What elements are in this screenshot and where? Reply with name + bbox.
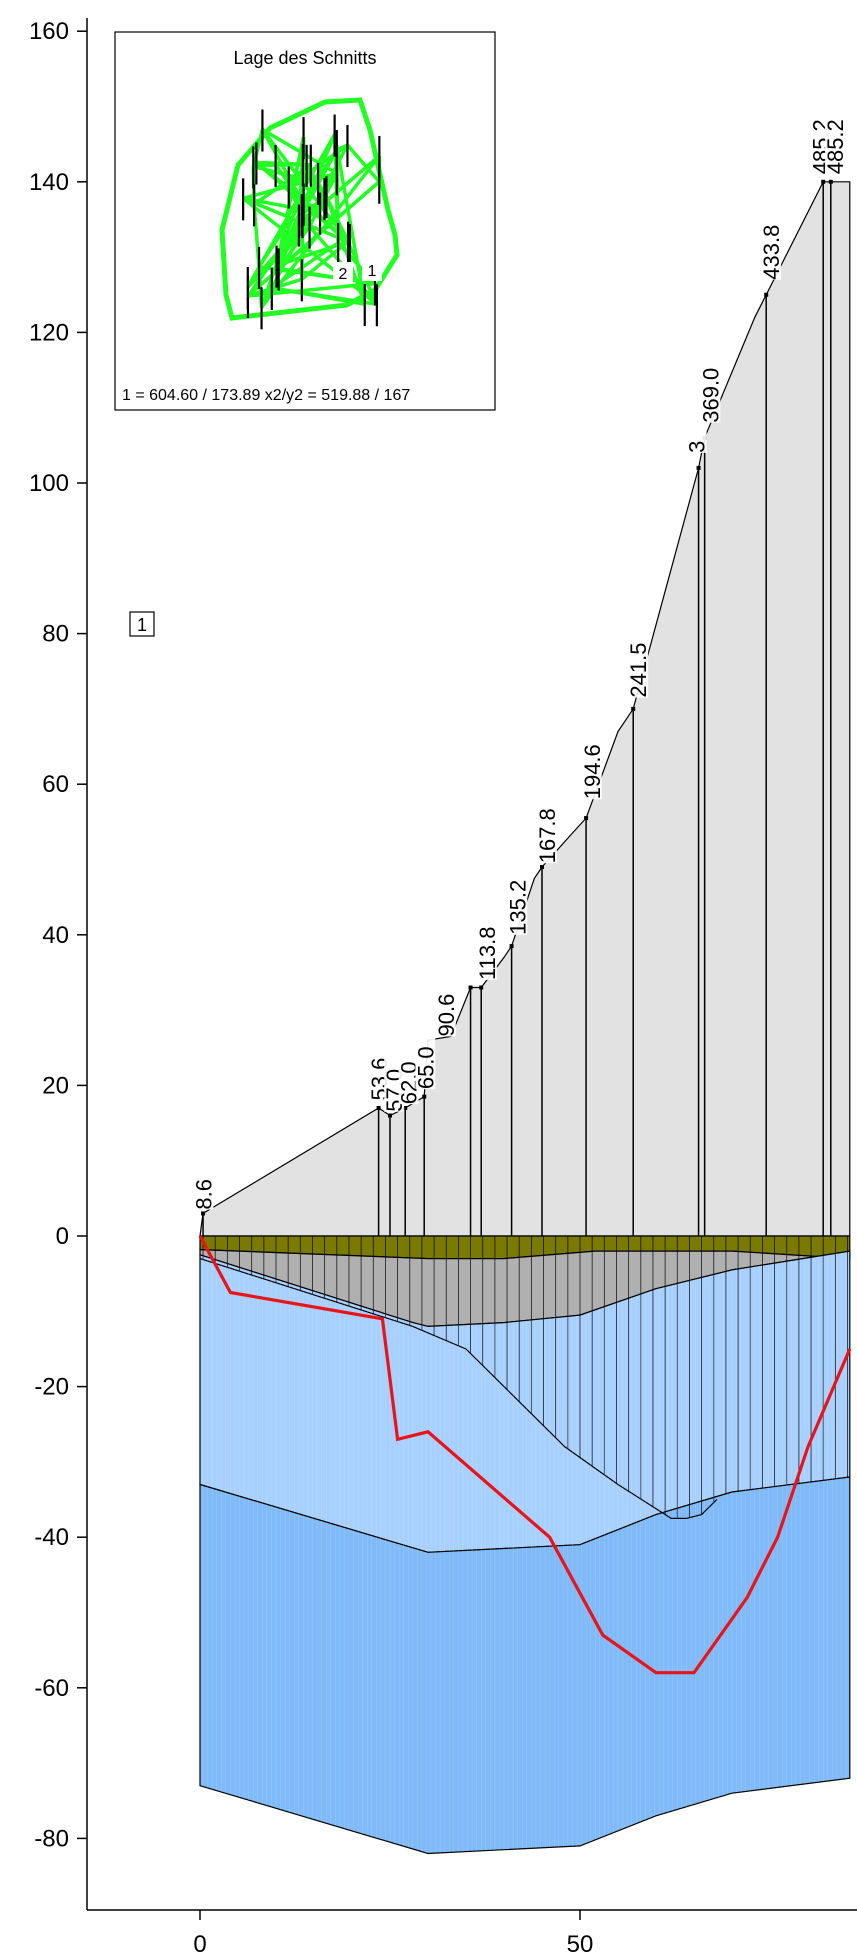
well-marker [828, 179, 833, 184]
well-label: 241.5 [626, 643, 651, 698]
inset-mesh-line [242, 196, 321, 215]
well-label-bg [476, 919, 497, 980]
location-inset: Lage des Schnitts 1 = 604.60 / 173.89 x2/… [114, 31, 496, 411]
well-marker [403, 1105, 408, 1110]
layer-schicht-blau [199, 1476, 851, 1855]
section-layers: 8.653.657.062.065.090.6113.8135.2167.819… [191, 114, 852, 1855]
well-label-bg [628, 637, 649, 698]
well-label: 194.6 [580, 744, 605, 799]
x-tick-label: 0 [193, 1931, 206, 1956]
axes: 160 140 120 100 80 60 40 20 0 -20 -40 -60 -80 0 50 [29, 18, 857, 1956]
well-label: 3 [685, 441, 710, 453]
y-tick-label: 40 [42, 922, 69, 949]
plot-area: 8.653.657.062.065.090.6113.8135.2167.819… [129, 114, 852, 1855]
y-tick-label: -80 [34, 1825, 69, 1852]
inset-mesh-line [275, 239, 349, 268]
well-marker [631, 706, 636, 711]
well-label-bg [824, 114, 845, 175]
section-marker-box [129, 611, 155, 637]
inset-mesh-line [271, 286, 366, 306]
well-marker [821, 179, 826, 184]
well-label: 65.0 [413, 1046, 438, 1089]
well-label: 90.6 [434, 994, 459, 1037]
y-tick-label: 0 [56, 1223, 69, 1250]
well-marker [376, 1105, 381, 1110]
y-tick-label: -20 [34, 1374, 69, 1401]
well-label: 135.2 [505, 880, 530, 935]
inset-mesh-line [247, 281, 376, 298]
well-marker [584, 816, 589, 821]
y-tick-label: 60 [42, 771, 69, 798]
well-marker [764, 292, 769, 297]
y-tick-label: -40 [34, 1524, 69, 1551]
inset-title: Lage des Schnitts [233, 48, 376, 68]
y-tick-label: 140 [29, 169, 69, 196]
inset-mesh-line [246, 180, 381, 298]
well-label-bg [193, 1149, 214, 1210]
well-label: 113.8 [475, 927, 500, 980]
inset-mesh-line [300, 149, 339, 216]
well-marker [540, 865, 544, 870]
well-label-bg [368, 1040, 389, 1101]
well-label-bg [398, 1044, 419, 1105]
y-tick-label: 120 [29, 319, 69, 346]
well-label-bg [507, 874, 528, 935]
inset-mesh-line [300, 240, 350, 281]
y-tick-label: 160 [29, 18, 69, 45]
y-tick-label: 100 [29, 470, 69, 497]
trough-line [199, 1258, 718, 1519]
well-label-bg [581, 739, 602, 800]
well-label-bg [536, 803, 557, 864]
well-label: 369.0 [698, 368, 723, 423]
well-label-bg [435, 976, 456, 1037]
well-marker [201, 1211, 206, 1216]
inset-coords: 1 = 604.60 / 173.89 x2/y2 = 519.88 / 167 [122, 387, 410, 404]
y-tick-label: 80 [42, 621, 69, 648]
well-label: 485.2 [823, 119, 848, 174]
well-marker [388, 1113, 392, 1118]
inset-mesh-line [251, 129, 265, 167]
well-marker [696, 465, 701, 470]
inset-mesh-line [274, 136, 306, 267]
inset-point-label: 1 [368, 263, 377, 280]
well-marker [422, 1094, 427, 1099]
well-label-bg [761, 219, 782, 280]
inset-mesh-line [332, 134, 367, 305]
x-tick-label: 50 [567, 1931, 594, 1956]
well-marker [509, 944, 514, 949]
inset-mesh-line [346, 143, 381, 183]
red-profile-line [198, 1235, 852, 1675]
well-label-bg [415, 1029, 436, 1090]
well-marker [479, 985, 484, 990]
inset-point-bg [333, 262, 353, 284]
inset-point-bg [362, 259, 382, 281]
section-marker-label: 1 [137, 615, 147, 635]
inset-point-label: 2 [339, 266, 348, 283]
well-marker [468, 985, 473, 990]
well-label-bg [700, 362, 721, 423]
y-tick-label: 20 [42, 1072, 69, 1099]
y-tick-label: -60 [34, 1675, 69, 1702]
well-label: 433.8 [759, 225, 784, 280]
well-label: 8.6 [191, 1179, 216, 1210]
well-label: 167.8 [535, 808, 560, 863]
